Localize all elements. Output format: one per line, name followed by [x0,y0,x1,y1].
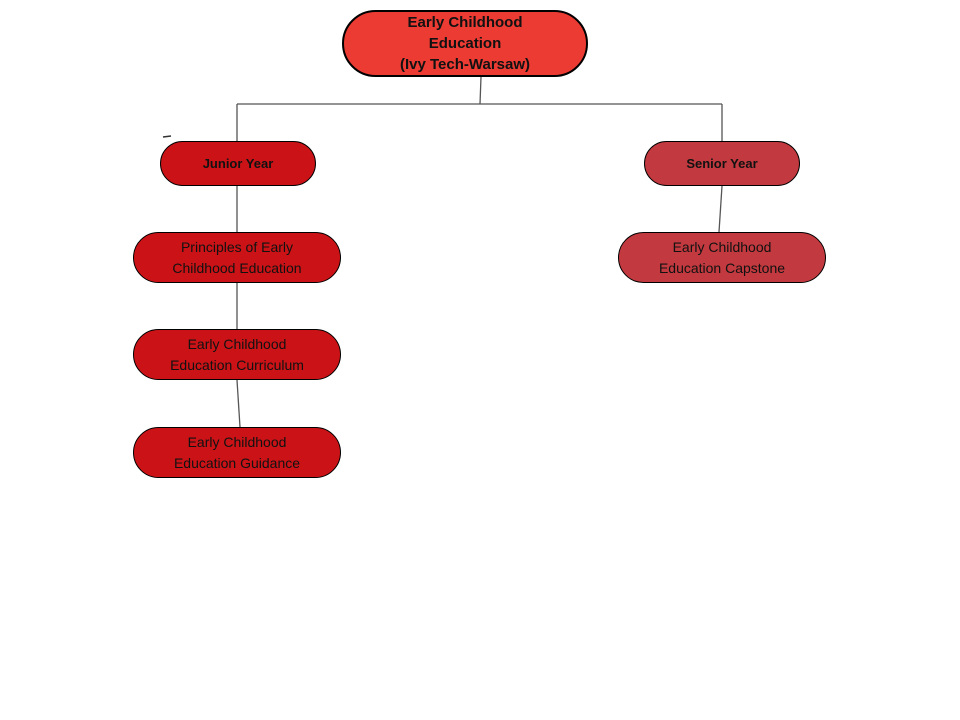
connector-curriculum-to-guidance [236,379,241,428]
node-label: Principles of Early Childhood Education [172,238,302,276]
node-label: Early Childhood Education (Ivy Tech-Wars… [399,14,531,73]
connector-senior-to-capstone [718,185,723,233]
node-early-childhood-education-guidance: Early Childhood Education Guidance [133,427,341,478]
node-junior-year: Junior Year [160,141,316,186]
node-label: Early Childhood Education Guidance [173,433,301,471]
node-label: Junior Year [202,156,274,171]
node-root-early-childhood-education: Early Childhood Education (Ivy Tech-Wars… [342,10,588,77]
node-principles-of-early-childhood-education: Principles of Early Childhood Education [133,232,341,283]
node-label: Early Childhood Education Capstone [658,238,786,276]
node-early-childhood-education-capstone: Early Childhood Education Capstone [618,232,826,283]
node-label: Early Childhood Education Curriculum [170,335,304,373]
node-early-childhood-education-curriculum: Early Childhood Education Curriculum [133,329,341,380]
node-senior-year: Senior Year [644,141,800,186]
node-label: Senior Year [686,156,758,171]
connector-root-trunk [479,76,482,105]
stray-dash-mark [162,135,172,138]
